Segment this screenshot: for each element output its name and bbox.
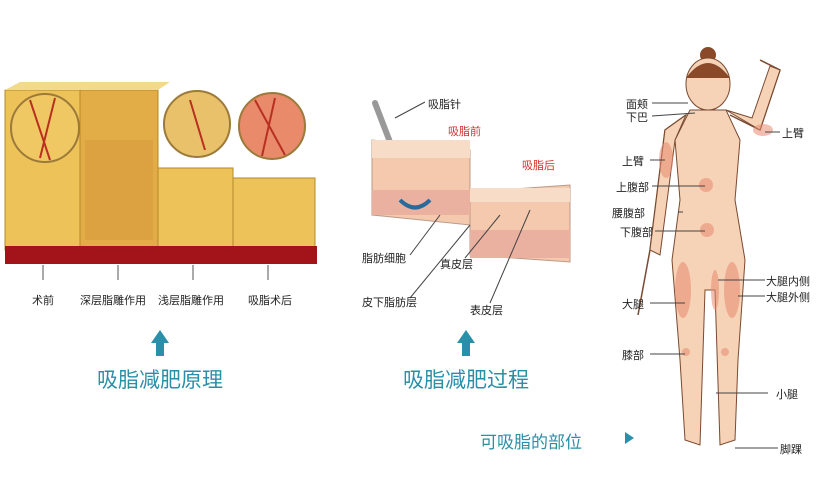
skin-layer-illustration [371, 100, 571, 304]
chin-label: 下巴 [626, 111, 648, 124]
principle-title: 吸脂减肥原理 [97, 368, 223, 392]
upper-arm-right-label: 上臂 [782, 127, 804, 140]
epidermis-label: 表皮层 [470, 304, 503, 317]
body-figure [637, 47, 781, 449]
outer-thigh-label: 大腿外侧 [766, 291, 810, 304]
knee-label: 膝部 [622, 349, 644, 362]
needle-label: 吸脂针 [428, 98, 461, 111]
upper-abdomen-label: 上腹部 [616, 181, 649, 194]
arrow-up-icon [151, 330, 169, 356]
after-label: 吸脂后 [522, 159, 555, 172]
upper-arm-left-label: 上臂 [622, 155, 644, 168]
stage-label-deep: 深层脂雕作用 [80, 294, 146, 307]
calf-label: 小腿 [776, 388, 798, 401]
triangle-right-icon [625, 432, 634, 444]
ankle-label: 脚踝 [780, 443, 802, 456]
lower-abdomen-label: 下腹部 [620, 226, 653, 239]
process-title: 吸脂减肥过程 [403, 368, 529, 392]
thigh-label: 大腿 [622, 298, 644, 311]
subcutaneous-label: 皮下脂肪层 [362, 296, 417, 309]
fat-layer-illustration [4, 82, 317, 280]
cheek-label: 面颊 [626, 98, 648, 111]
stage-label-shallow: 浅层脂雕作用 [158, 294, 224, 307]
before-label: 吸脂前 [448, 125, 481, 138]
inner-thigh-label: 大腿内侧 [766, 275, 810, 288]
stage-label-after: 吸脂术后 [248, 294, 292, 307]
dermis-label: 真皮层 [440, 258, 473, 271]
fat-cells-label: 脂肪细胞 [362, 252, 406, 265]
waist-label: 腰腹部 [612, 207, 645, 220]
arrow-up-icon [457, 330, 475, 356]
areas-title: 可吸脂的部位 [480, 433, 582, 453]
stage-label-before: 术前 [32, 294, 54, 307]
